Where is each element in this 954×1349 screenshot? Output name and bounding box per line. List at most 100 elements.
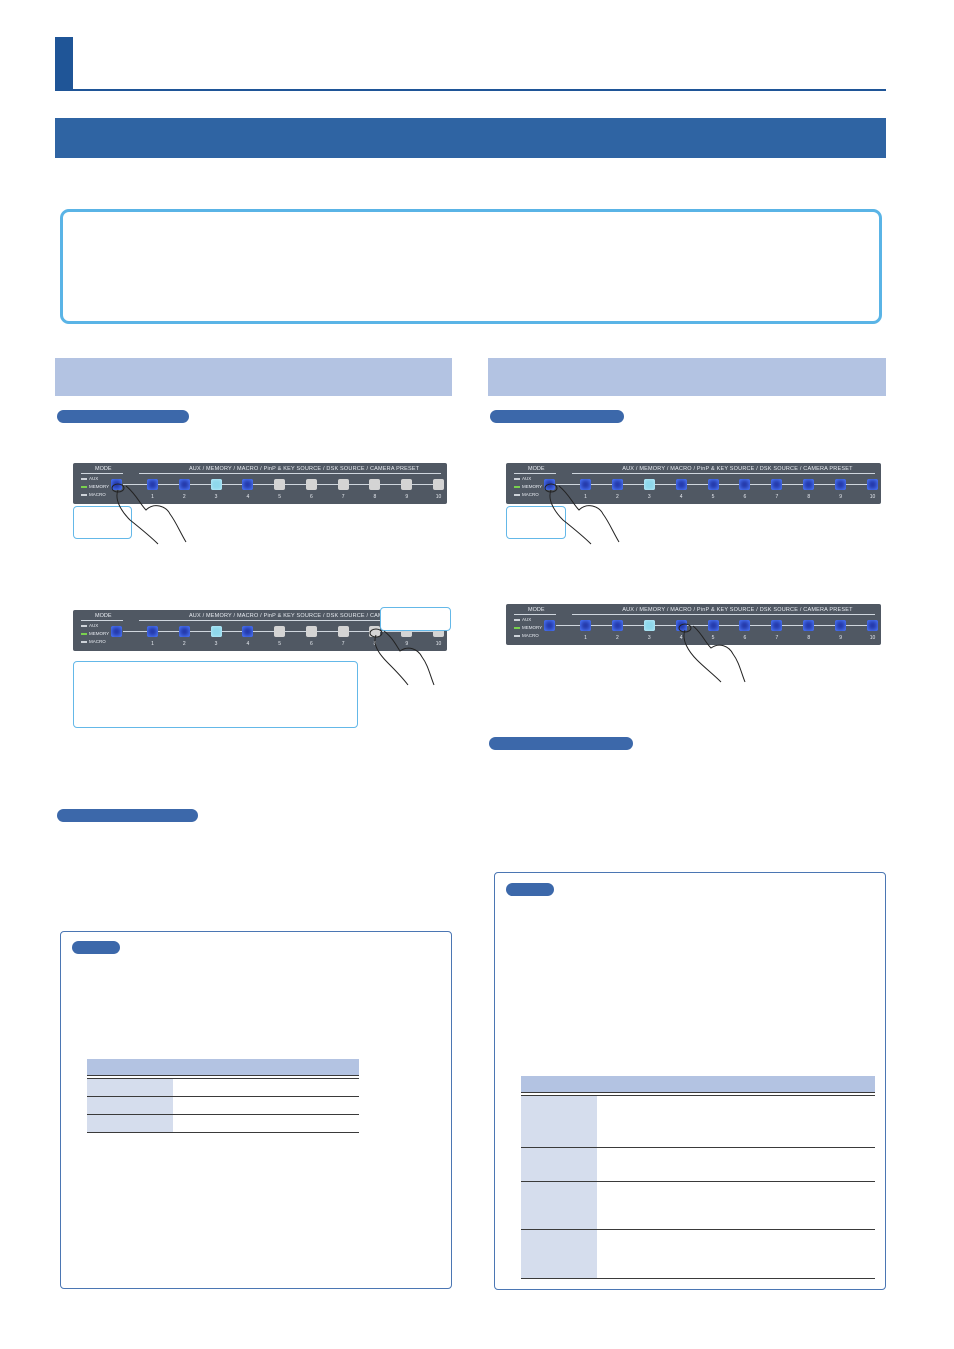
button-2[interactable] [178, 479, 190, 490]
finger-press-icon [678, 623, 746, 683]
mode-item-macro: MACRO [522, 492, 539, 497]
button-1[interactable] [147, 479, 158, 490]
divider [81, 473, 123, 474]
button-6[interactable] [305, 626, 317, 637]
button-6[interactable] [305, 479, 317, 490]
panel-header: AUX / MEMORY / MACRO / PinP & KEY SOURCE… [622, 466, 853, 472]
button-7[interactable] [771, 620, 783, 631]
button-number-8: 8 [373, 641, 377, 647]
divider [139, 620, 441, 621]
button-2[interactable] [611, 620, 623, 631]
divider [514, 473, 556, 474]
button-number-7: 7 [341, 494, 345, 500]
button-number-9: 9 [839, 494, 842, 500]
button-10[interactable] [867, 479, 878, 490]
mode-led-memory [514, 486, 520, 488]
button-3[interactable] [643, 620, 655, 631]
table-row [87, 1115, 359, 1133]
mode-button[interactable] [111, 626, 122, 637]
button-3[interactable] [210, 626, 222, 637]
button-8[interactable] [803, 479, 815, 490]
button-9[interactable] [401, 626, 413, 637]
divider [81, 620, 123, 621]
divider [514, 614, 556, 615]
mode-led-aux [81, 478, 87, 480]
button-9[interactable] [835, 479, 847, 490]
button-6[interactable] [739, 479, 751, 490]
button-number-4: 4 [246, 494, 250, 500]
button-10[interactable] [433, 626, 444, 637]
mode-callout-left [73, 506, 132, 539]
button-number-1: 1 [584, 635, 587, 641]
note-pill-right [506, 883, 554, 896]
button-3[interactable] [643, 479, 655, 490]
button-10[interactable] [433, 479, 444, 490]
button-number-7: 7 [775, 635, 779, 641]
button-4[interactable] [242, 626, 254, 637]
button-8[interactable] [369, 479, 381, 490]
mode-led-aux [514, 619, 520, 621]
button-5[interactable] [274, 626, 286, 637]
button-number-7: 7 [775, 494, 779, 500]
panel-header: AUX / MEMORY / MACRO / PinP & KEY SOURCE… [188, 613, 420, 619]
explanation-callout [73, 661, 358, 728]
button-number-3: 3 [647, 635, 651, 641]
divider [139, 473, 441, 474]
table-header [521, 1076, 875, 1093]
button-1[interactable] [580, 479, 591, 490]
button-number-2: 2 [615, 635, 619, 641]
right-step-pill-2 [489, 737, 633, 750]
button-2[interactable] [611, 479, 623, 490]
button-4[interactable] [242, 479, 254, 490]
button-7[interactable] [771, 479, 783, 490]
button-6[interactable] [739, 620, 751, 631]
button-5[interactable] [707, 620, 719, 631]
mode-item-macro: MACRO [89, 492, 106, 497]
button-number-1: 1 [151, 641, 154, 647]
button-number-6: 6 [309, 641, 313, 647]
button-number-10: 10 [435, 494, 442, 500]
button-number-3: 3 [214, 494, 218, 500]
button-8[interactable] [369, 626, 381, 637]
button-9[interactable] [401, 479, 413, 490]
button-7[interactable] [337, 626, 349, 637]
button-1[interactable] [580, 620, 591, 631]
mode-label: MODE [528, 466, 545, 472]
mode-item-macro: MACRO [522, 633, 539, 638]
mode-led-aux [514, 478, 520, 480]
table-row [87, 1079, 359, 1097]
left-table [87, 1059, 359, 1133]
mode-led-macro [514, 494, 520, 496]
finger-press-icon [111, 483, 187, 545]
button-number-9: 9 [839, 635, 842, 641]
note-box-left [60, 931, 452, 1289]
button-5[interactable] [274, 479, 286, 490]
button-7[interactable] [337, 479, 349, 490]
button-number-10: 10 [869, 494, 876, 500]
divider [572, 614, 875, 615]
mode-led-macro [81, 641, 87, 643]
left-step-pill [57, 410, 189, 423]
table-row [521, 1230, 875, 1279]
mode-led-memory [514, 627, 520, 629]
button-2[interactable] [178, 626, 190, 637]
button-3[interactable] [210, 479, 222, 490]
button-number-4: 4 [679, 494, 683, 500]
button-5[interactable] [707, 479, 719, 490]
button-9[interactable] [835, 620, 847, 631]
mode-item-aux: AUX [89, 623, 99, 628]
table-header [87, 1059, 359, 1076]
right-step-pill [490, 410, 624, 423]
button-4[interactable] [675, 479, 687, 490]
mode-led-macro [514, 635, 520, 637]
button-number-6: 6 [743, 635, 747, 641]
button-number-2: 2 [182, 494, 186, 500]
mode-label: MODE [95, 466, 112, 472]
mode-item-macro: MACRO [89, 639, 106, 644]
mode-button[interactable] [544, 620, 555, 631]
panel-header: AUX / MEMORY / MACRO / PinP & KEY SOURCE… [622, 607, 853, 613]
button-10[interactable] [867, 620, 878, 631]
button-8[interactable] [803, 620, 815, 631]
button-1[interactable] [147, 626, 158, 637]
